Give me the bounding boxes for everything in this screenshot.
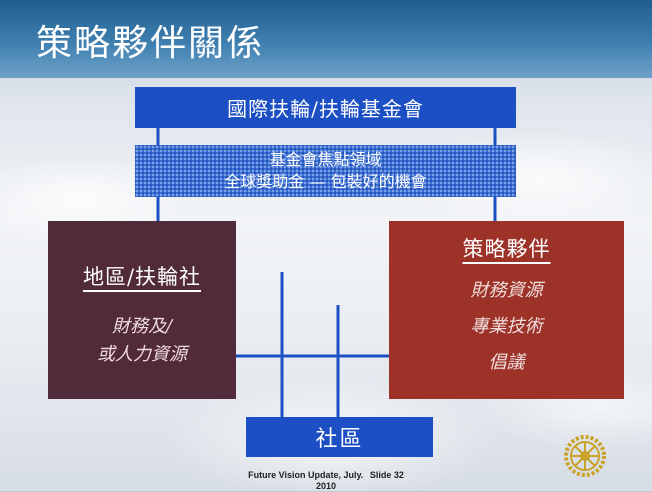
rotary-foundation-label: 國際扶輪/扶輪基金會	[227, 97, 424, 121]
strategic-partner-box: 策略夥伴 財務資源 專業技術 倡議	[389, 221, 624, 399]
title-bar: 策略夥伴關係	[0, 0, 652, 78]
strategic-partner-line3: 倡議	[488, 352, 525, 373]
rotary-foundation-box: 國際扶輪/扶輪基金會	[135, 87, 516, 128]
district-club-box: 地區/扶輪社 財務及/ 或人力資源	[48, 221, 236, 399]
footer-year: 2010	[315, 481, 337, 491]
focus-areas-box: 基金會焦點領域 全球獎助金 — 包裝好的機會	[135, 145, 516, 197]
district-club-title: 地區/扶輪社	[82, 265, 202, 289]
rotary-wheel-icon	[564, 435, 606, 477]
strategic-partner-line2: 專業技術	[470, 316, 543, 337]
district-club-line2: 或人力資源	[97, 344, 187, 365]
community-label: 社區	[315, 427, 364, 452]
district-club-line1: 財務及/	[111, 316, 173, 337]
slide-title: 策略夥伴關係	[36, 23, 265, 64]
focus-areas-line2: 全球獎助金 — 包裝好的機會	[224, 172, 427, 191]
community-box: 社區	[246, 417, 433, 457]
slide-number: Slide 32	[369, 470, 404, 480]
footer-text: Future Vision Update, July.	[248, 470, 364, 480]
focus-areas-line1: 基金會焦點領域	[269, 150, 382, 169]
footer: Future Vision Update, July. Slide 32 201…	[226, 470, 426, 492]
strategic-partner-title: 策略夥伴	[462, 237, 551, 261]
strategic-partner-line1: 財務資源	[470, 280, 543, 301]
